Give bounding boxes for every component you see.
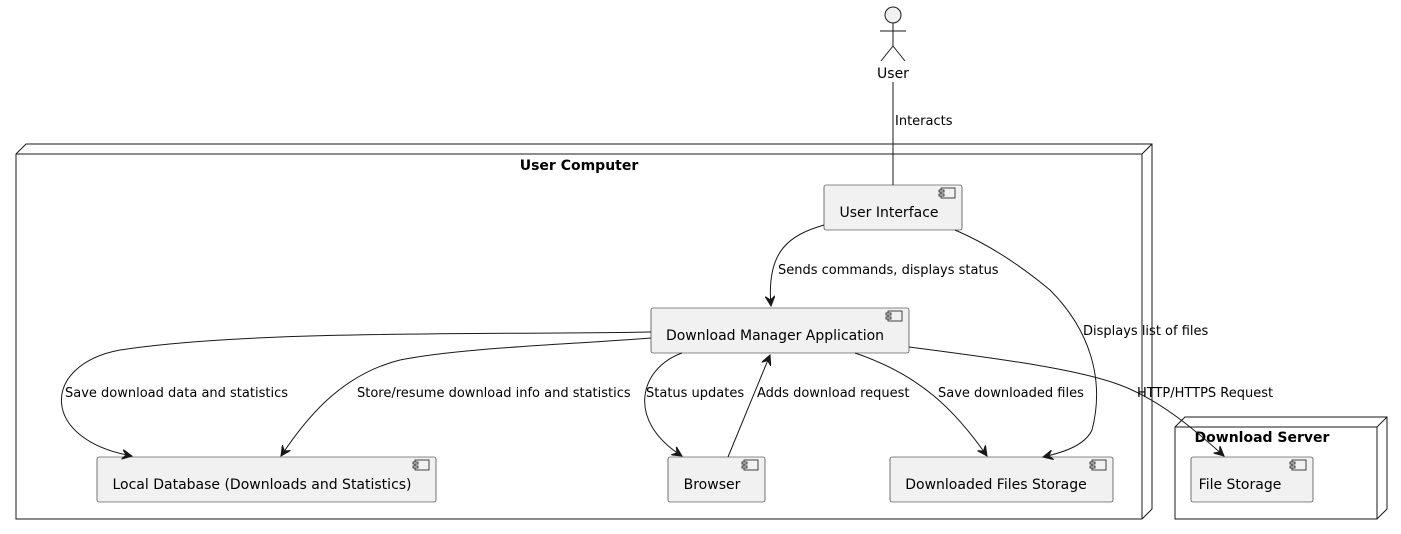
edge-http-request <box>908 346 1224 456</box>
component-icon <box>1289 459 1307 471</box>
edge-http-request-label: HTTP/HTTPS Request <box>1137 386 1273 401</box>
edge-sends-commands-label: Sends commands, displays status <box>778 263 999 278</box>
edge-interacts-label: Interacts <box>895 114 953 129</box>
edge-save-download-data-label: Save download data and statistics <box>65 386 288 401</box>
edge-store-resume <box>281 337 652 456</box>
edge-status-updates <box>644 352 682 456</box>
component-icon <box>1089 459 1107 471</box>
download-manager-label: Download Manager Application <box>666 328 884 344</box>
browser-component <box>667 456 766 503</box>
edge-save-downloaded-files-label: Save downloaded files <box>938 386 1084 401</box>
local-database-component <box>96 456 437 503</box>
user-actor-label: User <box>877 66 909 82</box>
downloaded-files-storage-label: Downloaded Files Storage <box>905 477 1087 493</box>
user-computer-title: User Computer <box>520 158 639 174</box>
edge-store-resume-label: Store/resume download info and statistic… <box>357 386 631 401</box>
download-server-title: Download Server <box>1195 430 1330 446</box>
user-interface-label: User Interface <box>839 205 938 221</box>
edge-adds-download-request-label: Adds download request <box>757 386 909 401</box>
downloaded-files-storage-component <box>889 456 1114 503</box>
user-computer-node <box>15 143 1153 520</box>
component-icon <box>885 310 903 322</box>
user-actor <box>880 6 906 62</box>
edge-adds-download-request <box>727 355 770 458</box>
edge-status-updates-label: Status updates <box>646 386 744 401</box>
edge-sends-commands <box>770 224 825 306</box>
component-icon <box>412 459 430 471</box>
component-icon <box>938 187 956 199</box>
local-database-label: Local Database (Downloads and Statistics… <box>112 477 411 493</box>
edge-displays-list-label: Displays list of files <box>1083 324 1209 339</box>
download-manager-component <box>650 307 910 354</box>
file-storage-label: File Storage <box>1199 477 1282 493</box>
edge-displays-list <box>954 229 1098 457</box>
edge-save-downloaded-files <box>854 352 987 456</box>
file-storage-component <box>1190 456 1314 503</box>
browser-label: Browser <box>684 477 741 493</box>
edge-save-download-data <box>61 331 652 456</box>
component-icon <box>741 459 759 471</box>
